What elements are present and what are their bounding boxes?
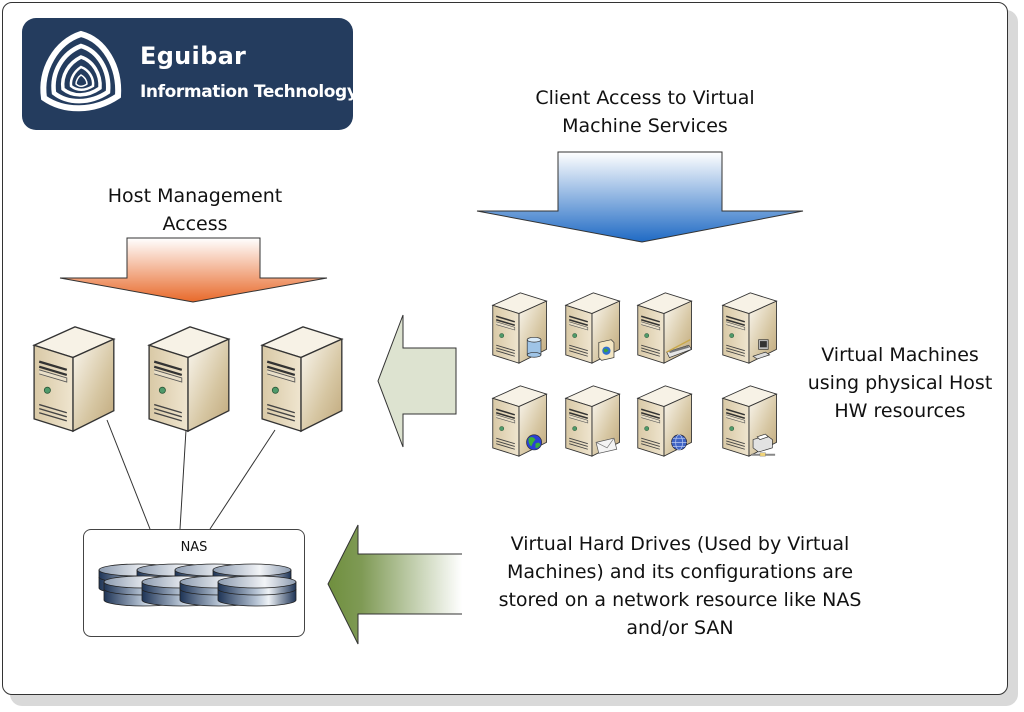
virtual-hard-drives-label-line: stored on a network resource like NAS [498, 589, 862, 611]
virtual-machines-label: Virtual Machines using physical Host HW … [800, 341, 1000, 425]
database-icon [526, 336, 542, 358]
virtual-hard-drives-label-line: and/or SAN [626, 617, 734, 639]
host-nas-link [179, 429, 187, 530]
storage-to-nas-arrow [328, 525, 462, 644]
web-server-icon [490, 383, 552, 464]
printer-icon [751, 433, 776, 457]
client-access-arrow [476, 151, 804, 243]
web-document-icon [598, 339, 615, 361]
nas-label: NAS [180, 540, 208, 555]
host-nas-link [106, 419, 151, 530]
scanner-server-icon [635, 290, 697, 371]
virtual-hard-drives-label: Virtual Hard Drives (Used by Virtual Mac… [480, 530, 880, 642]
nas-disks [98, 563, 297, 607]
virtual-machines-label-line: using physical Host [807, 372, 993, 394]
mail-server-icon [563, 383, 625, 464]
virtual-machines-label-line: Virtual Machines [821, 344, 979, 366]
host-management-label-line: Access [162, 213, 228, 235]
host-management-arrow [59, 237, 328, 303]
computer-icon [752, 339, 771, 360]
virtual-machines-label-line: HW resources [834, 400, 966, 422]
nas-box: NAS [83, 529, 305, 637]
host-management-label: Host Management Access [80, 182, 310, 238]
disk-icon [217, 575, 297, 607]
client-access-label-line: Client Access to Virtual [535, 87, 755, 109]
server-tower-icon [145, 322, 237, 441]
logo-title: Eguibar [140, 42, 247, 70]
client-access-label: Client Access to Virtual Machine Service… [500, 84, 790, 140]
web-document-server-icon [563, 290, 625, 371]
envelope-icon [595, 437, 618, 454]
company-logo: Eguibar Information Technology [22, 18, 358, 130]
print-server-icon [720, 383, 782, 464]
logo-subtitle: Information Technology [140, 82, 358, 102]
scanner-icon [666, 339, 693, 359]
terminal-server-icon [720, 290, 782, 371]
virtual-hard-drives-label-line: Machines) and its configurations are [506, 561, 854, 583]
database-server-icon [490, 290, 552, 371]
virtual-hard-drives-label-line: Virtual Hard Drives (Used by Virtual [510, 533, 850, 555]
server-tower-icon [258, 322, 350, 441]
client-access-label-line: Machine Services [562, 115, 728, 137]
directory-server-icon [635, 383, 697, 464]
globe-icon [526, 434, 543, 451]
host-nas-link [209, 429, 276, 530]
host-management-label-line: Host Management [107, 185, 283, 207]
server-tower-icon [30, 322, 122, 441]
spiral-triangle-logo-icon [40, 30, 122, 112]
vm-to-host-arrow [377, 314, 457, 448]
network-globe-icon [671, 434, 688, 451]
